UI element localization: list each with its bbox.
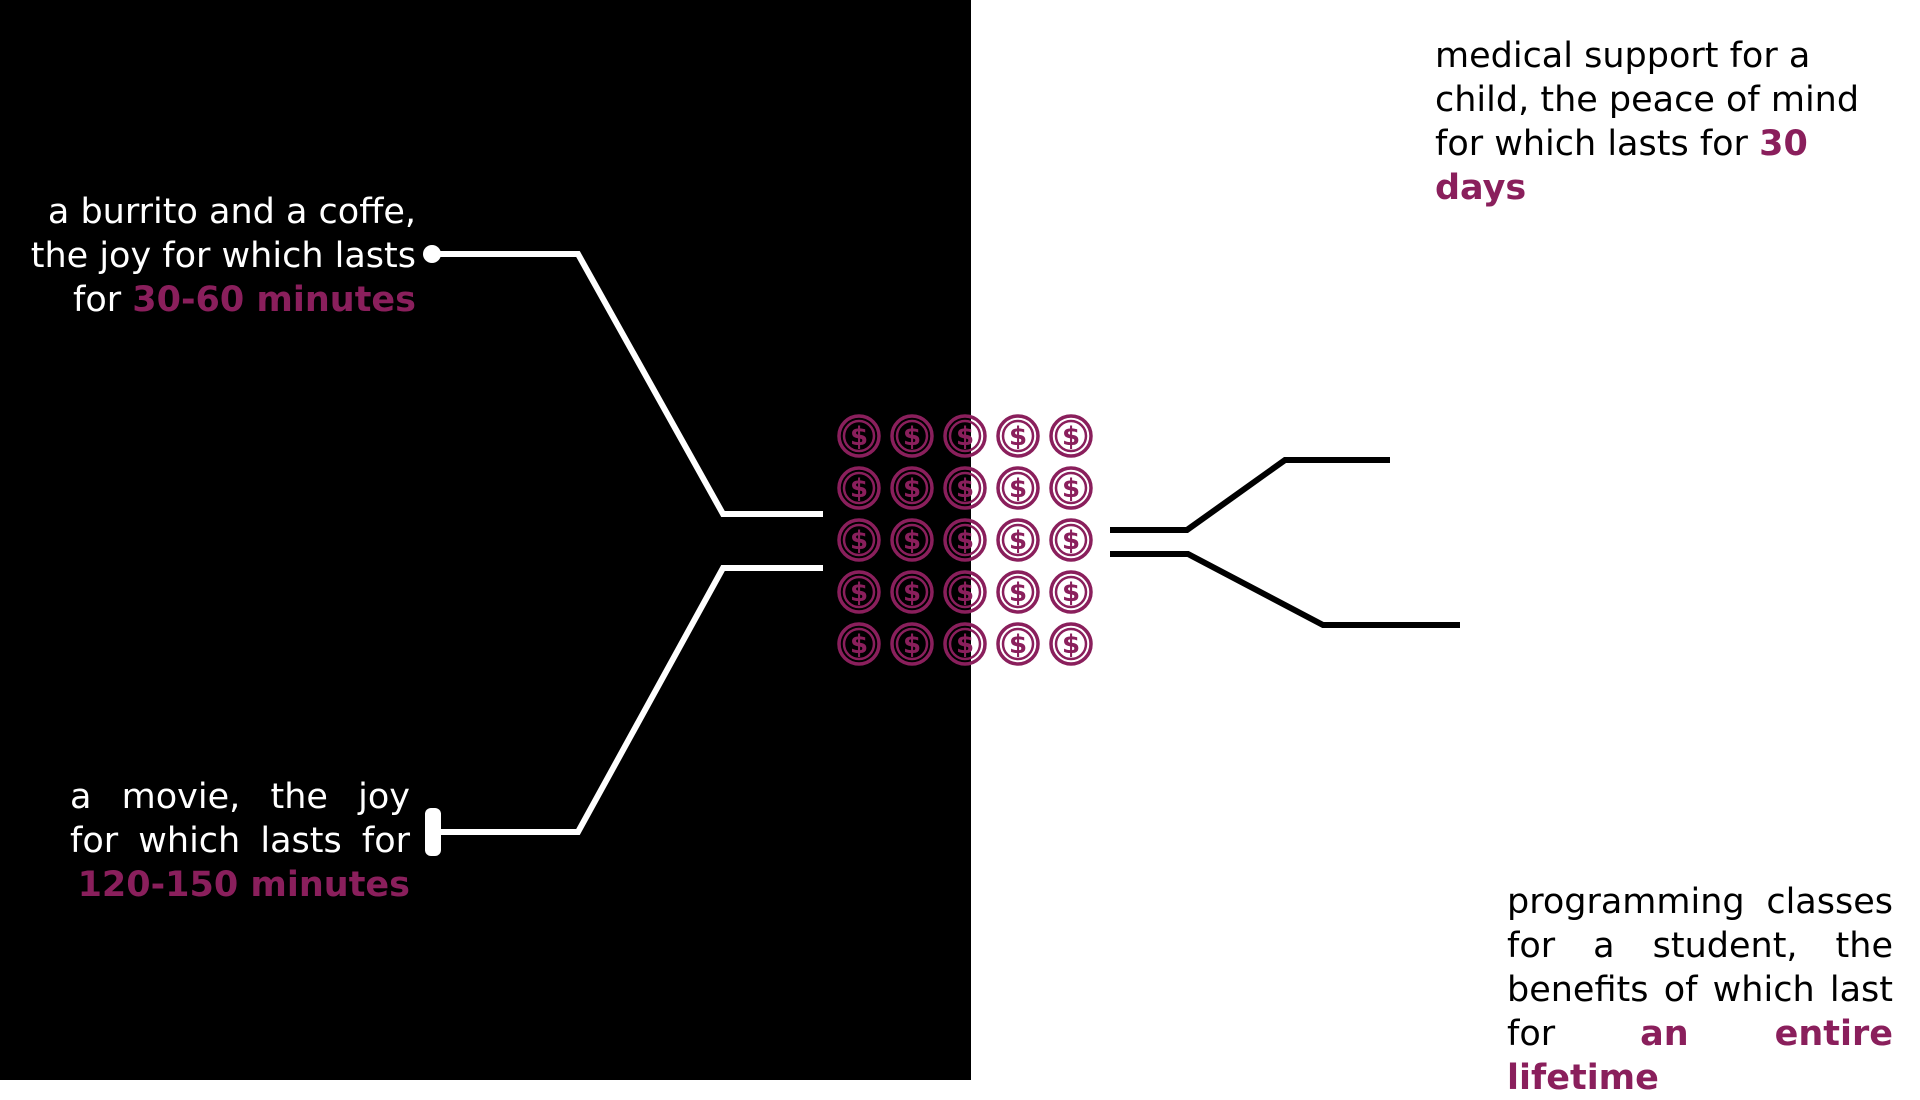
movie-connector-line [435,565,823,835]
dollar-coin-icon: $ [837,518,881,562]
movie-caption: a movie, the joy for which lasts for 120… [70,775,410,907]
svg-text:$: $ [903,526,921,556]
svg-text:$: $ [956,526,974,556]
movie-caption-text: a movie, the joy for which lasts for [70,777,410,861]
burrito-connector-line [435,251,823,517]
programming-caption-text: programming classes for a student, the b… [1507,882,1893,1054]
svg-text:$: $ [903,474,921,504]
svg-text:$: $ [903,630,921,660]
dollar-coin-icon: $ [837,622,881,666]
dollar-coin-icon: $ [890,466,934,510]
svg-text:$: $ [956,630,974,660]
medical-connector-line [1110,457,1390,533]
dollar-coin-icon: $ [837,414,881,458]
svg-text:$: $ [850,578,868,608]
svg-text:$: $ [850,474,868,504]
dollar-coin-icon: $ [943,570,987,614]
dollar-coin-grid: $ $ $ $ $ $ $ $ $ $ $ $ $ $ $ $ $ $ $ $ $ $ $ $ $ [837,414,1093,666]
burrito-caption-text: a burrito and a coffe, the joy for which… [30,192,416,320]
svg-text:$: $ [1009,422,1027,452]
dollar-coin-icon: $ [943,518,987,562]
dollar-coin-icon: $ [1049,518,1093,562]
dollar-coin-icon: $ [890,622,934,666]
medical-duration: 30 days [1435,124,1808,208]
dollar-coin-icon: $ [996,414,1040,458]
svg-text:$: $ [850,526,868,556]
svg-text:$: $ [1062,578,1080,608]
programming-caption: programming classes for a student, the b… [1507,880,1893,1100]
movie-connector-cap [425,808,441,856]
dollar-coin-icon: $ [943,466,987,510]
burrito-caption: a burrito and a coffe, the joy for which… [30,190,416,322]
svg-text:$: $ [1009,474,1027,504]
svg-text:$: $ [903,422,921,452]
dollar-coin-icon: $ [1049,466,1093,510]
dollar-coin-icon: $ [996,622,1040,666]
dollar-coin-icon: $ [996,570,1040,614]
dollar-coin-icon: $ [890,570,934,614]
svg-text:$: $ [956,422,974,452]
movie-duration: 120-150 minutes [77,865,410,905]
svg-text:$: $ [1062,526,1080,556]
burrito-duration: 30-60 minutes [132,280,416,320]
dark-background-panel [0,0,971,1080]
svg-text:$: $ [1009,578,1027,608]
programming-duration: an entire lifetime [1507,1014,1893,1098]
dollar-coin-icon: $ [837,466,881,510]
dollar-coin-icon: $ [837,570,881,614]
dollar-coin-icon: $ [890,414,934,458]
programming-connector-line [1110,551,1460,628]
dollar-coin-icon: $ [996,466,1040,510]
medical-caption: medical support for a child, the peace o… [1435,34,1905,210]
svg-text:$: $ [903,578,921,608]
svg-text:$: $ [850,630,868,660]
dollar-coin-icon: $ [1049,622,1093,666]
dollar-coin-icon: $ [943,414,987,458]
svg-text:$: $ [1062,474,1080,504]
svg-text:$: $ [956,578,974,608]
dollar-coin-icon: $ [1049,570,1093,614]
dollar-coin-icon: $ [943,622,987,666]
svg-text:$: $ [956,474,974,504]
svg-text:$: $ [1062,630,1080,660]
svg-text:$: $ [1009,526,1027,556]
svg-text:$: $ [1009,630,1027,660]
dollar-coin-icon: $ [996,518,1040,562]
burrito-connector-dot [423,245,441,263]
svg-text:$: $ [1062,422,1080,452]
svg-text:$: $ [850,422,868,452]
medical-caption-text: medical support for a child, the peace o… [1435,36,1860,164]
dollar-coin-icon: $ [1049,414,1093,458]
dollar-coin-icon: $ [890,518,934,562]
